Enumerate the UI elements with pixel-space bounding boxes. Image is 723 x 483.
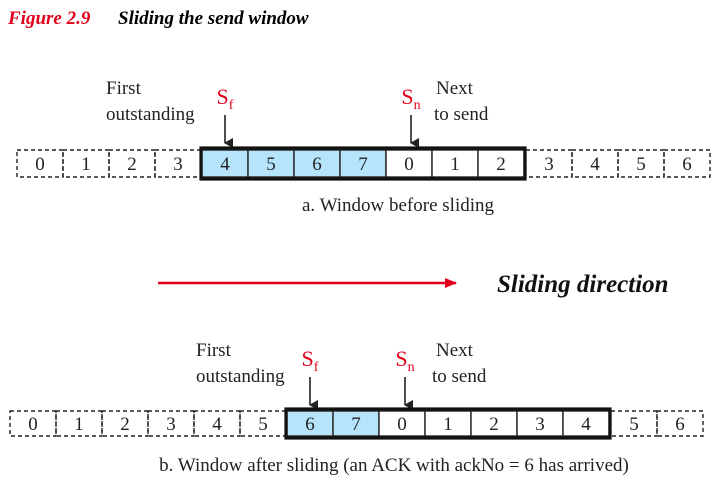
diagram-b: First outstanding Next to send Sf Sn 0 1…	[9, 340, 704, 476]
seq-number: 3	[166, 414, 176, 435]
seq-number: 5	[258, 414, 268, 435]
next-to-send-label-line1: Next	[436, 78, 474, 99]
seq-number: 7	[358, 154, 368, 175]
seq-number: 4	[581, 414, 591, 435]
sendable-cell	[562, 410, 610, 437]
seq-number: 3	[544, 154, 554, 175]
seq-cell-before-0	[16, 149, 64, 178]
seq-number: 5	[266, 154, 276, 175]
seq-number: 1	[81, 154, 91, 175]
outstanding-cell	[332, 410, 380, 437]
next-to-send-label-line1: Next	[436, 340, 474, 361]
next-to-send-label-line2: to send	[434, 104, 489, 125]
seq-cell-after-0	[525, 149, 573, 178]
sendable-cell	[431, 149, 479, 178]
send-window-frame	[284, 407, 612, 440]
first-outstanding-label-line1: First	[196, 340, 232, 361]
seq-number: 4	[212, 414, 222, 435]
next-to-send-label-line2: to send	[432, 366, 487, 387]
seq-number: 0	[404, 154, 414, 175]
seq-cell-before-1	[62, 149, 110, 178]
diagram-a: First outstanding Next to send Sf Sn 0 1…	[16, 78, 711, 216]
seq-number: 2	[120, 414, 130, 435]
caption-b: b. Window after sliding (an ACK with ack…	[159, 455, 629, 476]
seq-number: 2	[489, 414, 499, 435]
first-outstanding-label-line1: First	[106, 78, 142, 99]
seq-number: 5	[636, 154, 646, 175]
seq-cell-after-1	[656, 410, 704, 437]
seq-number: 2	[127, 154, 137, 175]
seq-number: 6	[675, 414, 685, 435]
send-window-frame	[199, 146, 527, 181]
seq-cell-after-3	[663, 149, 711, 178]
sf-pointer-label: Sf	[217, 84, 234, 113]
sendable-cell	[477, 149, 525, 178]
sliding-direction: Sliding direction	[158, 271, 669, 298]
sendable-cell	[424, 410, 472, 437]
sendable-cell	[516, 410, 564, 437]
figure-number: Figure 2.9	[7, 8, 91, 29]
seq-number: 1	[74, 414, 84, 435]
caption-a: a. Window before sliding	[302, 195, 495, 216]
seq-number: 6	[305, 414, 315, 435]
sendable-cell	[470, 410, 518, 437]
sendable-cell	[378, 410, 426, 437]
seq-number: 0	[397, 414, 407, 435]
first-outstanding-label-line2: outstanding	[106, 104, 195, 125]
sn-pointer-label: Sn	[395, 346, 414, 375]
seq-number: 1	[450, 154, 460, 175]
seq-number: 6	[682, 154, 692, 175]
figure-title: Sliding the send window	[118, 8, 309, 29]
seq-number: 4	[590, 154, 600, 175]
seq-number: 6	[312, 154, 322, 175]
first-outstanding-label-line2: outstanding	[196, 366, 285, 387]
seq-number: 0	[28, 414, 38, 435]
seq-number: 1	[443, 414, 453, 435]
outstanding-cell	[293, 149, 341, 178]
outstanding-cell	[201, 149, 249, 178]
seq-cell-after-2	[617, 149, 665, 178]
sn-pointer-label: Sn	[401, 84, 420, 113]
seq-cell-before-2	[108, 149, 156, 178]
seq-number: 2	[496, 154, 506, 175]
figure-heading: Figure 2.9 Sliding the send window	[7, 8, 309, 29]
sendable-cell	[385, 149, 433, 178]
seq-number: 3	[535, 414, 545, 435]
seq-number: 4	[220, 154, 230, 175]
seq-number: 0	[35, 154, 45, 175]
outstanding-cell	[339, 149, 387, 178]
seq-cell-after-1	[571, 149, 619, 178]
seq-number: 3	[173, 154, 183, 175]
sliding-direction-label: Sliding direction	[497, 271, 669, 298]
seq-number: 5	[629, 414, 639, 435]
seq-number: 7	[351, 414, 361, 435]
sf-pointer-label: Sf	[302, 346, 319, 375]
